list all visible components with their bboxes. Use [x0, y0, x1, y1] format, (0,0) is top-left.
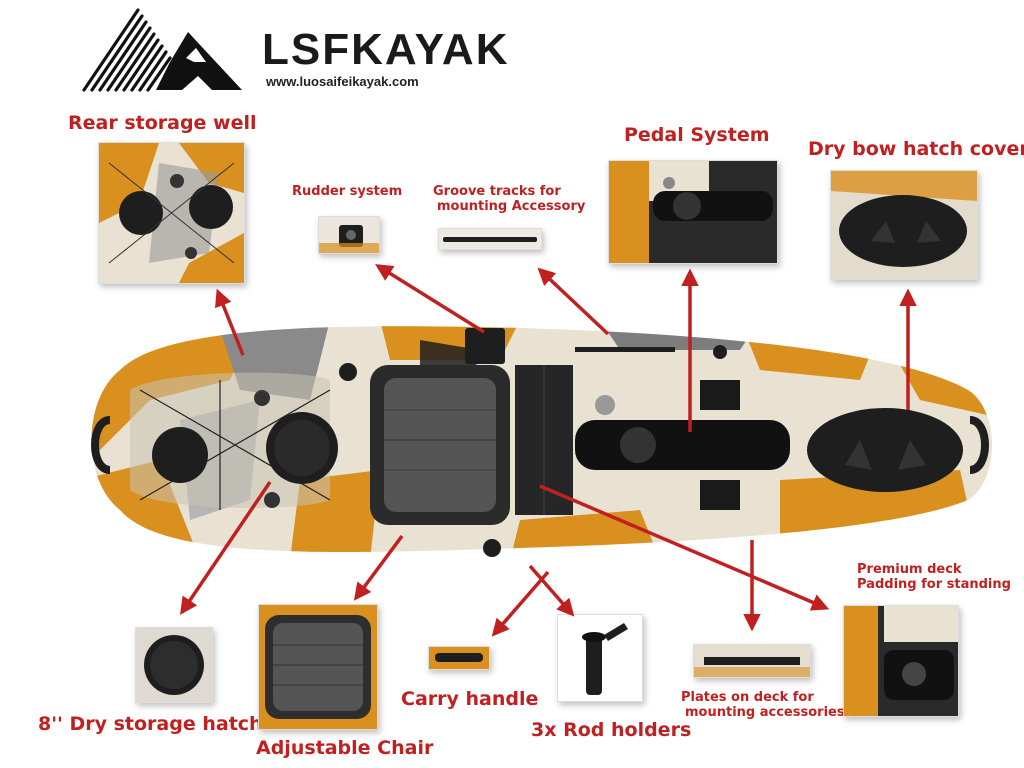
photo-deck-plates — [693, 644, 811, 678]
photo-dry-storage-hatch — [135, 627, 213, 703]
brand-url: www.luosaifeikayak.com — [266, 74, 419, 89]
brand-name: LSFKAYAK — [262, 25, 510, 74]
brand-logo — [78, 2, 248, 94]
label-rear-storage-well: Rear storage well — [68, 112, 257, 134]
mountain-logo-icon — [82, 8, 242, 92]
photo-rear-storage-well — [98, 142, 245, 284]
label-plates-line2: mounting accessories — [685, 704, 845, 720]
label-dry-storage-hatch: 8'' Dry storage hatch — [38, 713, 263, 735]
label-groove-tracks-line2: mounting Accessory — [437, 198, 586, 214]
photo-premium-deck — [843, 605, 959, 717]
label-premium-deck: Premium deck Padding for standing — [857, 562, 1011, 593]
label-adjustable-chair: Adjustable Chair — [256, 737, 434, 759]
photo-rod-holder — [557, 614, 643, 702]
photo-carry-handle — [428, 646, 490, 670]
label-premium-deck-line1: Premium deck — [857, 562, 962, 577]
photo-dry-bow-hatch — [830, 170, 978, 280]
photo-rudder-system — [318, 216, 380, 254]
label-plates-line1: Plates on deck for — [681, 690, 814, 705]
label-rudder-system: Rudder system — [292, 184, 403, 199]
photo-adjustable-chair — [258, 604, 378, 730]
photo-groove-tracks — [438, 228, 542, 250]
label-plates-on-deck: Plates on deck for mounting accessories — [681, 690, 845, 721]
label-dry-bow-hatch-cover: Dry bow hatch cover — [808, 138, 1024, 160]
label-groove-tracks-line1: Groove tracks for — [433, 184, 561, 199]
label-carry-handle: Carry handle — [401, 688, 539, 710]
label-rod-holders: 3x Rod holders — [531, 719, 692, 741]
label-pedal-system: Pedal System — [624, 124, 770, 146]
label-groove-tracks: Groove tracks for mounting Accessory — [433, 184, 586, 215]
label-premium-deck-line2: Padding for standing — [857, 576, 1011, 592]
photo-pedal-system — [608, 160, 778, 264]
